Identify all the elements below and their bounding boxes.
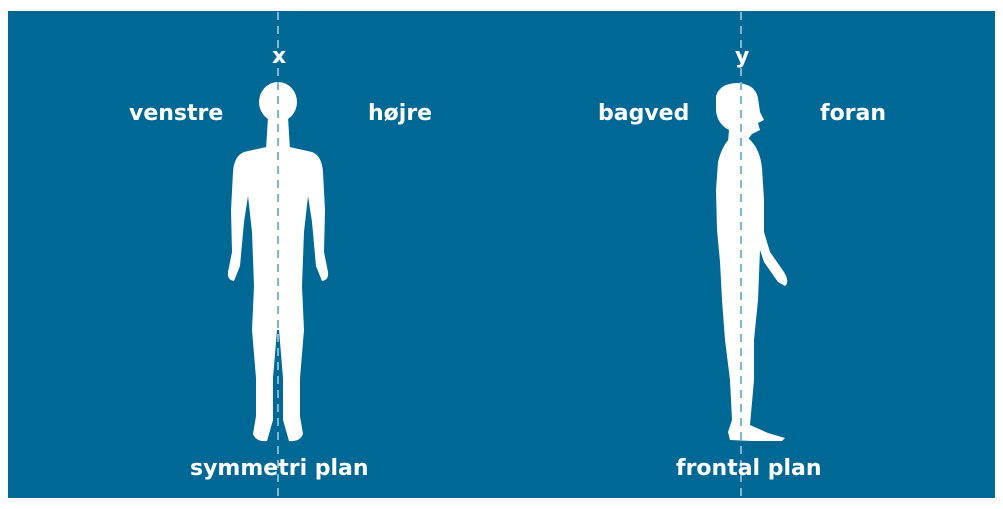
- left-side-label: venstre: [129, 101, 223, 127]
- axis-letter-y: y: [735, 44, 749, 70]
- human-side-silhouette-icon: [716, 83, 787, 441]
- behind-label: bagved: [598, 101, 689, 127]
- human-front-silhouette-icon: [228, 82, 328, 441]
- symmetry-plane-label: symmetri plan: [190, 456, 369, 482]
- frontal-plane-label: frontal plan: [676, 456, 822, 482]
- front-label: foran: [820, 101, 886, 127]
- axis-letter-x: x: [272, 44, 286, 70]
- right-side-label: højre: [368, 101, 432, 127]
